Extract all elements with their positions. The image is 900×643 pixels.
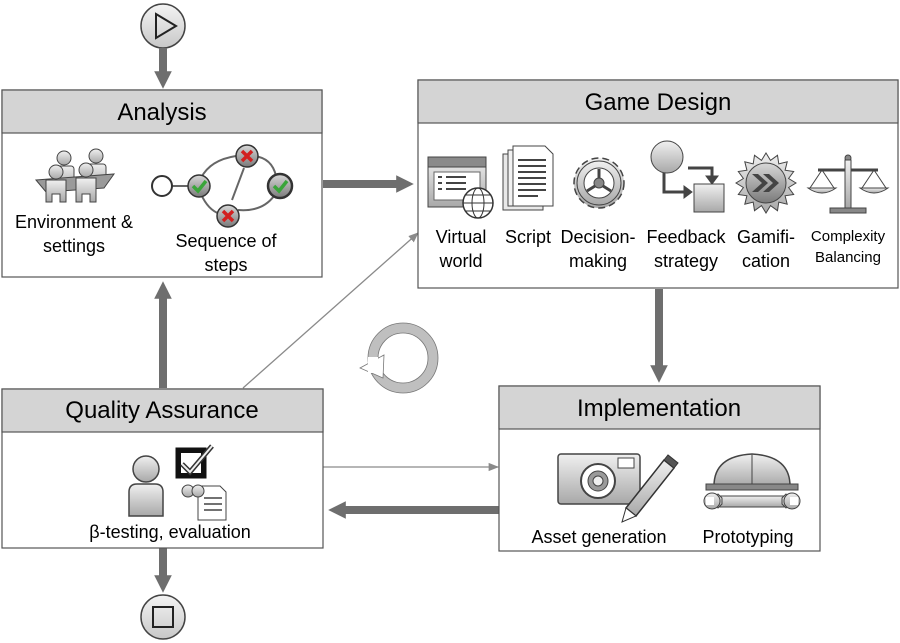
start-node [151, 175, 173, 197]
game-design-title: Game Design [585, 89, 732, 116]
game-design-item-3-line2: making [569, 251, 627, 271]
sequence-label-line1: Sequence of [175, 231, 277, 251]
person-icon [128, 455, 164, 517]
prototyping-label: Prototyping [702, 527, 793, 547]
document-check-icon [181, 484, 227, 521]
check-node [187, 174, 211, 198]
game-design-item-6-line2: Balancing [815, 249, 881, 266]
quality-assurance-title: Quality Assurance [65, 397, 258, 424]
balance-scale-icon [806, 154, 890, 214]
virtual-world-icon [427, 156, 494, 219]
wrench-icon [703, 492, 801, 510]
sequence-label-line2: steps [204, 255, 247, 275]
implementation-box [498, 385, 821, 552]
check-node-end [266, 172, 294, 200]
game-design-item-6-line1: Complexity [811, 228, 886, 245]
game-design-item-1-line1: Virtual [436, 227, 487, 247]
cross-node-bottom [216, 204, 240, 228]
camera-icon [557, 453, 641, 505]
cycle-icon [359, 322, 439, 394]
feedback-icon [650, 140, 725, 213]
gear-icon [573, 157, 625, 209]
thin-arrows [242, 232, 500, 472]
game-design-item-3-line1: Decision- [560, 227, 635, 247]
arrow-qa-to-design [242, 232, 419, 389]
game-design-items: Virtual world Script Decision-making Feedbac… [436, 227, 886, 271]
game-design-item-4-line2: strategy [654, 251, 718, 271]
cross-node-top [235, 144, 259, 168]
start-event [140, 3, 186, 49]
environment-label-line1: Environment & [15, 212, 133, 232]
analysis-box [1, 89, 323, 278]
stop-icon [152, 606, 174, 628]
play-icon [155, 12, 178, 40]
pencil-icon [621, 454, 679, 523]
quality-assurance-box [1, 388, 324, 549]
environment-label-line2: settings [43, 236, 105, 256]
script-icon [502, 145, 554, 211]
game-design-box [417, 79, 899, 289]
analysis-title: Analysis [117, 99, 206, 126]
sequence-icon [151, 144, 294, 228]
hardhat-icon [705, 453, 799, 491]
gamification-icon [735, 152, 797, 214]
asset-generation-label: Asset generation [531, 527, 666, 547]
game-design-item-5-line2: cation [742, 251, 790, 271]
flow-arrows [154, 48, 668, 593]
testing-label: β-testing, evaluation [89, 522, 250, 542]
game-design-item-4-line1: Feedback [646, 227, 726, 247]
people-icon [34, 148, 116, 203]
end-event [140, 594, 186, 640]
game-design-item-2-line1: Script [505, 227, 551, 247]
game-design-item-5-line1: Gamifi- [737, 227, 795, 247]
implementation-title: Implementation [577, 395, 741, 422]
game-design-item-1-line2: world [438, 251, 482, 271]
checkbox-icon [175, 444, 214, 479]
